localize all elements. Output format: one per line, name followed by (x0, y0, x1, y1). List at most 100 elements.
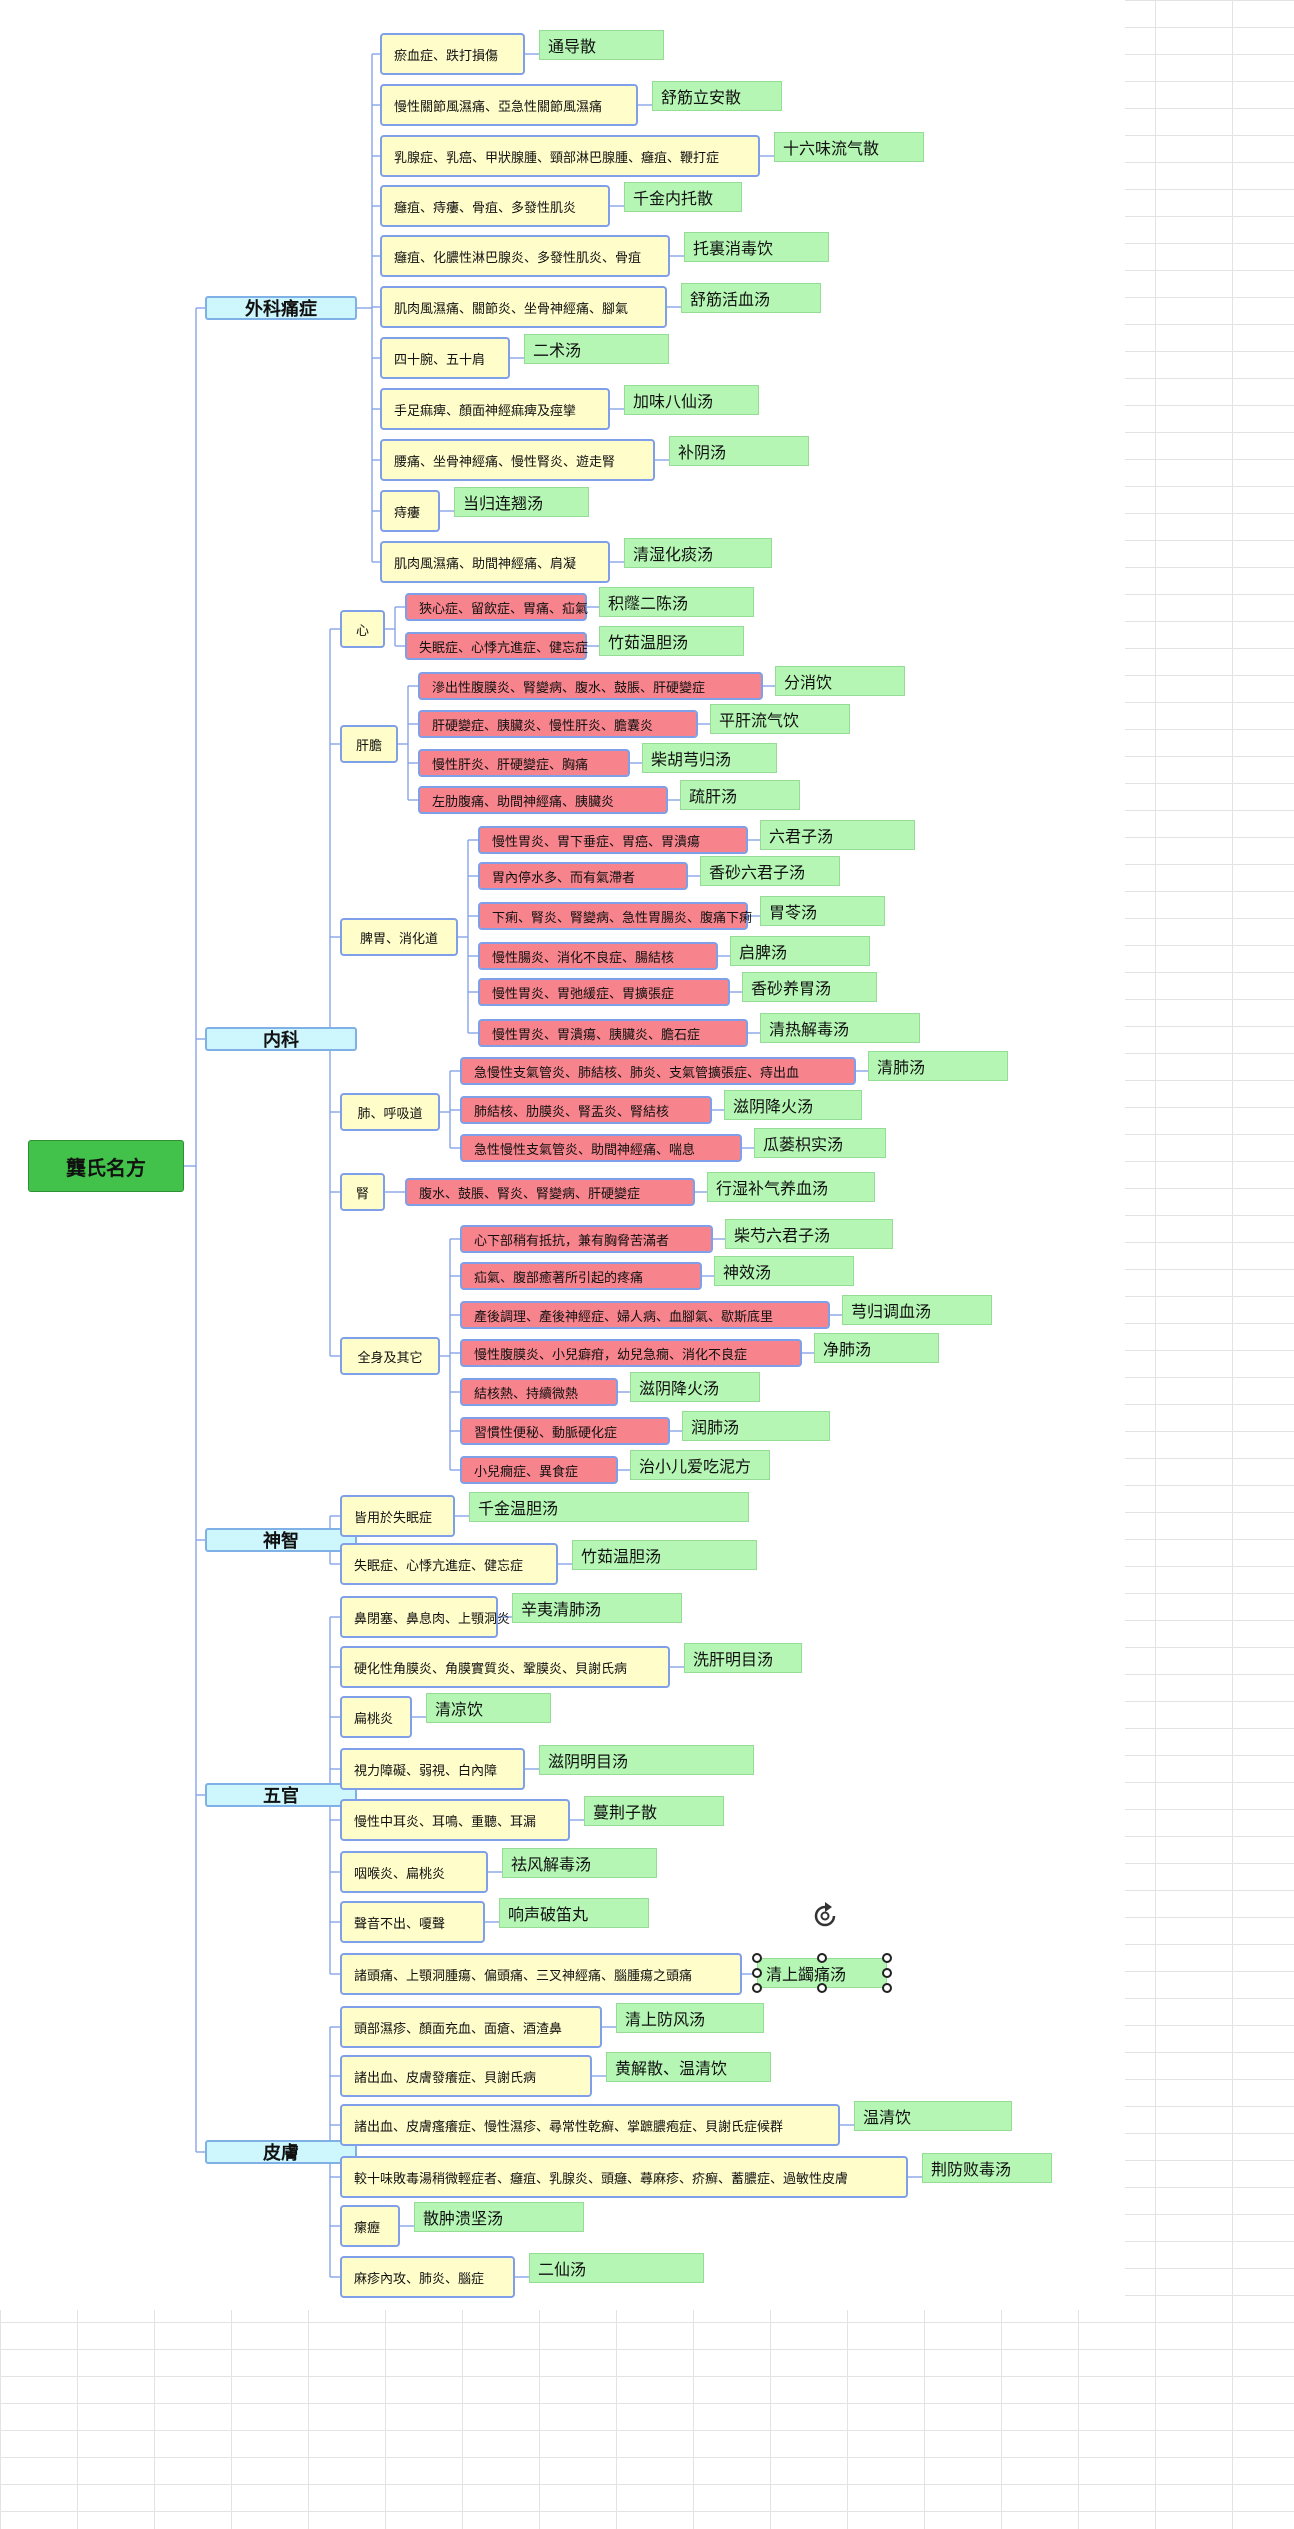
symptom-node[interactable]: 癰疽、痔瘻、骨疽、多發性肌炎 (380, 185, 610, 227)
root-node[interactable]: 龔氏名方 (28, 1140, 184, 1192)
symptom-node[interactable]: 急慢性支氣管炎、肺結核、肺炎、支氣管擴張症、痔出血 (460, 1057, 856, 1085)
rotate-handle-icon[interactable] (808, 1899, 842, 1933)
symptom-node[interactable]: 硬化性角膜炎、角膜實質炎、鞏膜炎、貝謝氏病 (340, 1646, 670, 1688)
category-node[interactable]: 五官 (205, 1783, 357, 1807)
formula-node[interactable]: 二术汤 (524, 334, 669, 364)
formula-node[interactable]: 托裏消毒饮 (684, 232, 829, 262)
formula-node[interactable]: 散肿溃坚汤 (414, 2202, 584, 2232)
formula-node[interactable]: 柴芍六君子汤 (725, 1219, 893, 1249)
symptom-node[interactable]: 失眠症、心悸亢進症、健忘症 (405, 632, 588, 660)
symptom-node[interactable]: 結核熱、持續微熱 (460, 1378, 618, 1406)
formula-node[interactable]: 积𥀼二陈汤 (599, 587, 754, 617)
resize-handle[interactable] (882, 1968, 892, 1978)
symptom-node[interactable]: 慢性腹膜炎、小兒癖疳，幼兒急癇、消化不良症 (460, 1339, 802, 1367)
symptom-node[interactable]: 諸出血、皮膚瘙癢症、慢性濕疹、尋常性乾癬、掌蹠膿疱症、貝謝氏症候群 (340, 2104, 840, 2146)
formula-node[interactable]: 当归连翘汤 (454, 487, 589, 517)
formula-node[interactable]: 加味八仙汤 (624, 385, 759, 415)
symptom-node[interactable]: 慢性胃炎、胃下垂症、胃癌、胃潰瘍 (478, 826, 748, 854)
symptom-node[interactable]: 四十腕、五十肩 (380, 337, 510, 379)
formula-node[interactable]: 神效汤 (714, 1256, 854, 1286)
symptom-node[interactable]: 產後調理、產後神經症、婦人病、血腳氣、歇斯底里 (460, 1301, 830, 1329)
formula-node[interactable]: 黄解散、温清饮 (606, 2052, 771, 2082)
formula-node[interactable]: 蔓荆子散 (584, 1796, 724, 1826)
formula-node[interactable]: 二仙汤 (529, 2253, 704, 2283)
symptom-node[interactable]: 麻疹內攻、肺炎、腦症 (340, 2256, 515, 2298)
symptom-node[interactable]: 視力障礙、弱視、白內障 (340, 1748, 525, 1790)
formula-node[interactable]: 清上防风汤 (616, 2003, 764, 2033)
formula-node[interactable]: 滋阴降火汤 (630, 1372, 760, 1402)
group-node[interactable]: 肺、呼吸道 (340, 1093, 440, 1131)
symptom-node[interactable]: 皆用於失眠症 (340, 1495, 455, 1537)
symptom-node[interactable]: 鼻閉塞、鼻息肉、上顎洞炎 (340, 1596, 510, 1638)
symptom-node[interactable]: 慢性腸炎、消化不良症、腸結核 (478, 942, 718, 970)
symptom-node[interactable]: 小兒癇症、異食症 (460, 1456, 618, 1484)
symptom-node[interactable]: 肌肉風濕痛、關節炎、坐骨神經痛、腳氣 (380, 286, 667, 328)
formula-node[interactable]: 芎归调血汤 (842, 1295, 992, 1325)
resize-handle[interactable] (817, 1983, 827, 1993)
symptom-node[interactable]: 慢性關節風濕痛、亞急性關節風濕痛 (380, 84, 638, 126)
formula-node[interactable]: 舒筋立安散 (652, 81, 782, 111)
symptom-node[interactable]: 諸頭痛、上顎洞腫瘍、偏頭痛、三叉神經痛、腦腫瘍之頭痛 (340, 1953, 742, 1995)
resize-handle[interactable] (752, 1953, 762, 1963)
formula-node[interactable]: 洗肝明目汤 (684, 1643, 802, 1673)
formula-node[interactable]: 清肺汤 (868, 1051, 1008, 1081)
symptom-node[interactable]: 肌肉風濕痛、助間神經痛、肩凝 (380, 541, 610, 583)
resize-handle[interactable] (752, 1983, 762, 1993)
symptom-node[interactable]: 滲出性腹膜炎、腎變病、腹水、鼓脹、肝硬變症 (418, 672, 763, 700)
symptom-node[interactable]: 癰疽、化膿性淋巴腺炎、多發性肌炎、骨疽 (380, 235, 670, 277)
resize-handle[interactable] (817, 1953, 827, 1963)
symptom-node[interactable]: 慢性肝炎、肝硬變症、胸痛 (418, 749, 630, 777)
formula-node[interactable]: 辛夷清肺汤 (512, 1593, 682, 1623)
group-node[interactable]: 脾胃、消化道 (340, 918, 458, 956)
symptom-node[interactable]: 慢性中耳炎、耳鳴、重聽、耳漏 (340, 1799, 570, 1841)
symptom-node[interactable]: 下痢、腎炎、腎變病、急性胃腸炎、腹痛下痢 (478, 902, 752, 930)
group-node[interactable]: 心 (340, 610, 385, 648)
symptom-node[interactable]: 瘰癧 (340, 2205, 400, 2247)
group-node[interactable]: 全身及其它 (340, 1337, 440, 1375)
formula-node[interactable]: 千金温胆汤 (469, 1492, 749, 1522)
formula-node[interactable]: 平肝流气饮 (710, 704, 850, 734)
symptom-node[interactable]: 狹心症、留飲症、胃痛、疝氣 (405, 593, 588, 621)
formula-node[interactable]: 润肺汤 (682, 1411, 830, 1441)
symptom-node[interactable]: 肺結核、肋膜炎、腎盂炎、腎結核 (460, 1096, 712, 1124)
formula-node[interactable]: 祛风解毒汤 (502, 1848, 657, 1878)
group-node[interactable]: 腎 (340, 1173, 385, 1211)
symptom-node[interactable]: 腹水、鼓脹、腎炎、腎變病、肝硬變症 (405, 1178, 695, 1206)
formula-node[interactable]: 清湿化痰汤 (624, 538, 772, 568)
group-node[interactable]: 肝膽 (340, 725, 398, 763)
formula-node[interactable]: 响声破笛丸 (499, 1898, 649, 1928)
resize-handle[interactable] (882, 1953, 892, 1963)
formula-node[interactable]: 治小儿爱吃泥方 (630, 1450, 770, 1480)
formula-node[interactable]: 六君子汤 (760, 820, 915, 850)
symptom-node[interactable]: 較十味敗毒湯稍微輕症者、癰疽、乳腺炎、頭癰、蕁麻疹、疥癬、蓄膿症、過敏性皮膚 (340, 2156, 908, 2198)
formula-node[interactable]: 瓜蒌枳实汤 (754, 1128, 886, 1158)
formula-node[interactable]: 温清饮 (854, 2101, 1012, 2131)
formula-node[interactable]: 补阴汤 (669, 436, 809, 466)
symptom-node[interactable]: 失眠症、心悸亢進症、健忘症 (340, 1543, 558, 1585)
symptom-node[interactable]: 咽喉炎、扁桃炎 (340, 1851, 488, 1893)
formula-node[interactable]: 香砂养胃汤 (742, 972, 877, 1002)
formula-node[interactable]: 行湿补气养血汤 (707, 1172, 875, 1202)
formula-node[interactable]: 启脾汤 (730, 936, 870, 966)
formula-node[interactable]: 通导散 (539, 30, 664, 60)
symptom-node[interactable]: 諸出血、皮膚發癢症、貝謝氏病 (340, 2055, 592, 2097)
symptom-node[interactable]: 心下部稍有抵抗，兼有胸脅苦滿者 (460, 1225, 713, 1253)
formula-node[interactable]: 舒筋活血汤 (681, 283, 821, 313)
symptom-node[interactable]: 習慣性便秘、動脈硬化症 (460, 1417, 670, 1445)
symptom-node[interactable]: 急性慢性支氣管炎、助間神經痛、喘息 (460, 1134, 742, 1162)
symptom-node[interactable]: 慢性胃炎、胃弛緩症、胃擴張症 (478, 978, 730, 1006)
formula-node[interactable]: 荆防败毒汤 (922, 2153, 1052, 2183)
symptom-node[interactable]: 瘀血症、跌打損傷 (380, 33, 525, 75)
formula-node[interactable]: 滋阴降火汤 (724, 1090, 862, 1120)
resize-handle[interactable] (752, 1968, 762, 1978)
symptom-node[interactable]: 胃內停水多、而有氣滯者 (478, 862, 688, 890)
symptom-node[interactable]: 聲音不出、嗄聲 (340, 1901, 485, 1943)
formula-node[interactable]: 胃苓汤 (760, 896, 885, 926)
formula-node[interactable]: 清凉饮 (426, 1693, 551, 1723)
formula-node[interactable]: 滋阴明目汤 (539, 1745, 754, 1775)
formula-node[interactable]: 柴胡芎归汤 (642, 743, 777, 773)
category-node[interactable]: 外科痛症 (205, 296, 357, 320)
category-node[interactable]: 皮膚 (205, 2140, 357, 2164)
symptom-node[interactable]: 疝氣、腹部癒著所引起的疼痛 (460, 1262, 702, 1290)
formula-node[interactable]: 竹茹温胆汤 (599, 626, 744, 656)
